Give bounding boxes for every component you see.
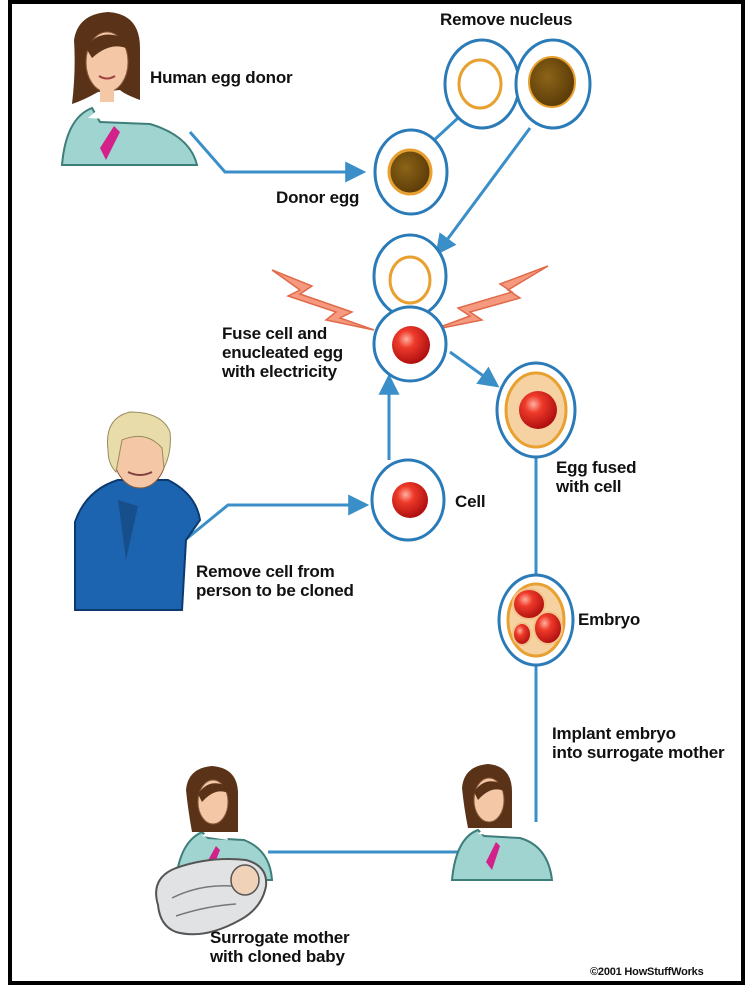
donor-egg-cell (375, 130, 447, 214)
label-egg-fused: Egg fused with cell (556, 458, 636, 496)
enucleated-egg-cell (445, 40, 519, 128)
label-surrogate-with-baby: Surrogate mother with cloned baby (210, 928, 349, 966)
label-implant-embryo: Implant embryo into surrogate mother (552, 724, 724, 762)
embryo-cell (499, 575, 573, 665)
label-embryo: Embryo (578, 610, 640, 629)
label-cell: Cell (455, 492, 485, 511)
fusion-egg-cell (374, 235, 446, 317)
body-cell (372, 460, 444, 540)
copyright-notice: ©2001 HowStuffWorks (590, 966, 704, 979)
fusion-donor-cell (374, 307, 446, 381)
nucleus-to-fuse-line (438, 128, 530, 252)
label-remove-nucleus: Remove nucleus (440, 10, 572, 29)
egg-donor-portrait (62, 12, 197, 165)
label-human-egg-donor: Human egg donor (150, 68, 292, 87)
egg-to-nucleus-line (432, 118, 458, 142)
donor-to-egg-line (190, 132, 362, 172)
label-donor-egg: Donor egg (276, 188, 359, 207)
fuse-to-fused-line (450, 352, 496, 385)
cloned-person-portrait (75, 412, 200, 610)
flow-lines (185, 118, 536, 852)
woman-with-baby-icon (156, 766, 272, 934)
label-fuse-cell: Fuse cell and enucleated egg with electr… (222, 324, 343, 381)
egg-fused-cell (497, 363, 575, 457)
removed-nucleus-cell (516, 40, 590, 128)
person-to-cell-line (185, 505, 365, 540)
label-remove-cell: Remove cell from person to be cloned (196, 562, 354, 600)
